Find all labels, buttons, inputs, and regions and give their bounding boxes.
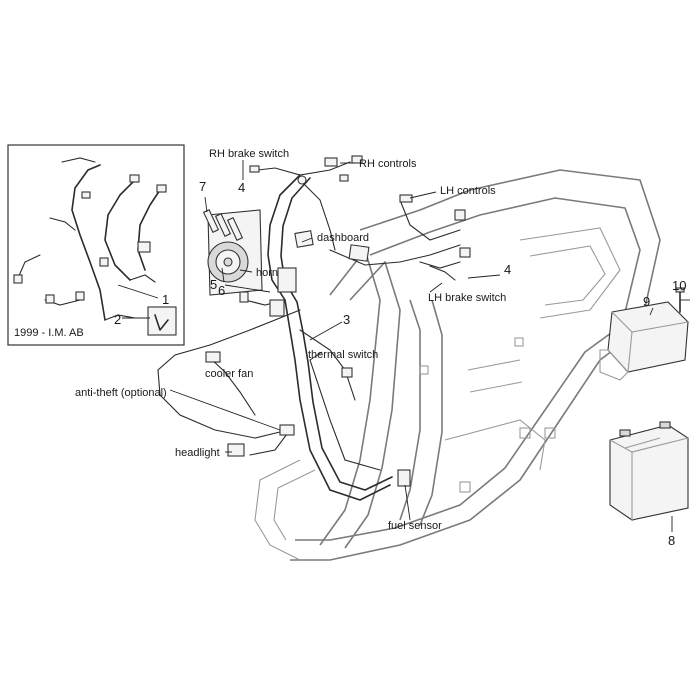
label-inset-caption: 1999 - I.M. AB [14, 327, 84, 339]
label-fuel-sensor: fuel sensor [388, 520, 442, 532]
inset-panel [7, 144, 185, 346]
part-numbers: 1 2 3 4 4 5 6 7 8 9 10 [114, 179, 686, 548]
label-dashboard: dashboard [317, 232, 369, 244]
part-number-5: 5 [210, 277, 217, 292]
part-number-4-right: 4 [504, 262, 511, 277]
screw [675, 287, 685, 313]
part-number-9: 9 [643, 294, 650, 309]
part-number-7: 7 [199, 179, 206, 194]
label-lh-controls: LH controls [440, 185, 496, 197]
chassis-frame [254, 169, 661, 561]
main-wiring-harness [157, 155, 471, 501]
fuse-holders [202, 209, 244, 241]
label-rh-brake-switch: RH brake switch [209, 148, 289, 160]
label-anti-theft: anti-theft (optional) [75, 387, 167, 399]
part-number-1: 1 [162, 292, 169, 307]
label-thermal-switch: thermal switch [308, 349, 378, 361]
part-number-6: 6 [218, 283, 225, 298]
label-horn: horn [256, 267, 278, 279]
part-number-2: 2 [114, 312, 121, 327]
callout-labels: RH brake switch RH controls LH controls … [14, 148, 506, 532]
label-rh-controls: RH controls [359, 158, 417, 170]
label-lh-brake-switch: LH brake switch [428, 292, 506, 304]
battery [609, 421, 689, 521]
battery-cover [599, 301, 689, 381]
label-headlight: headlight [175, 447, 220, 459]
part-number-4-top: 4 [238, 180, 245, 195]
part-number-3: 3 [343, 312, 350, 327]
part-number-10: 10 [672, 278, 686, 293]
part-number-8: 8 [668, 533, 675, 548]
label-cooler-fan: cooler fan [205, 368, 253, 380]
leader-lines [122, 160, 690, 532]
